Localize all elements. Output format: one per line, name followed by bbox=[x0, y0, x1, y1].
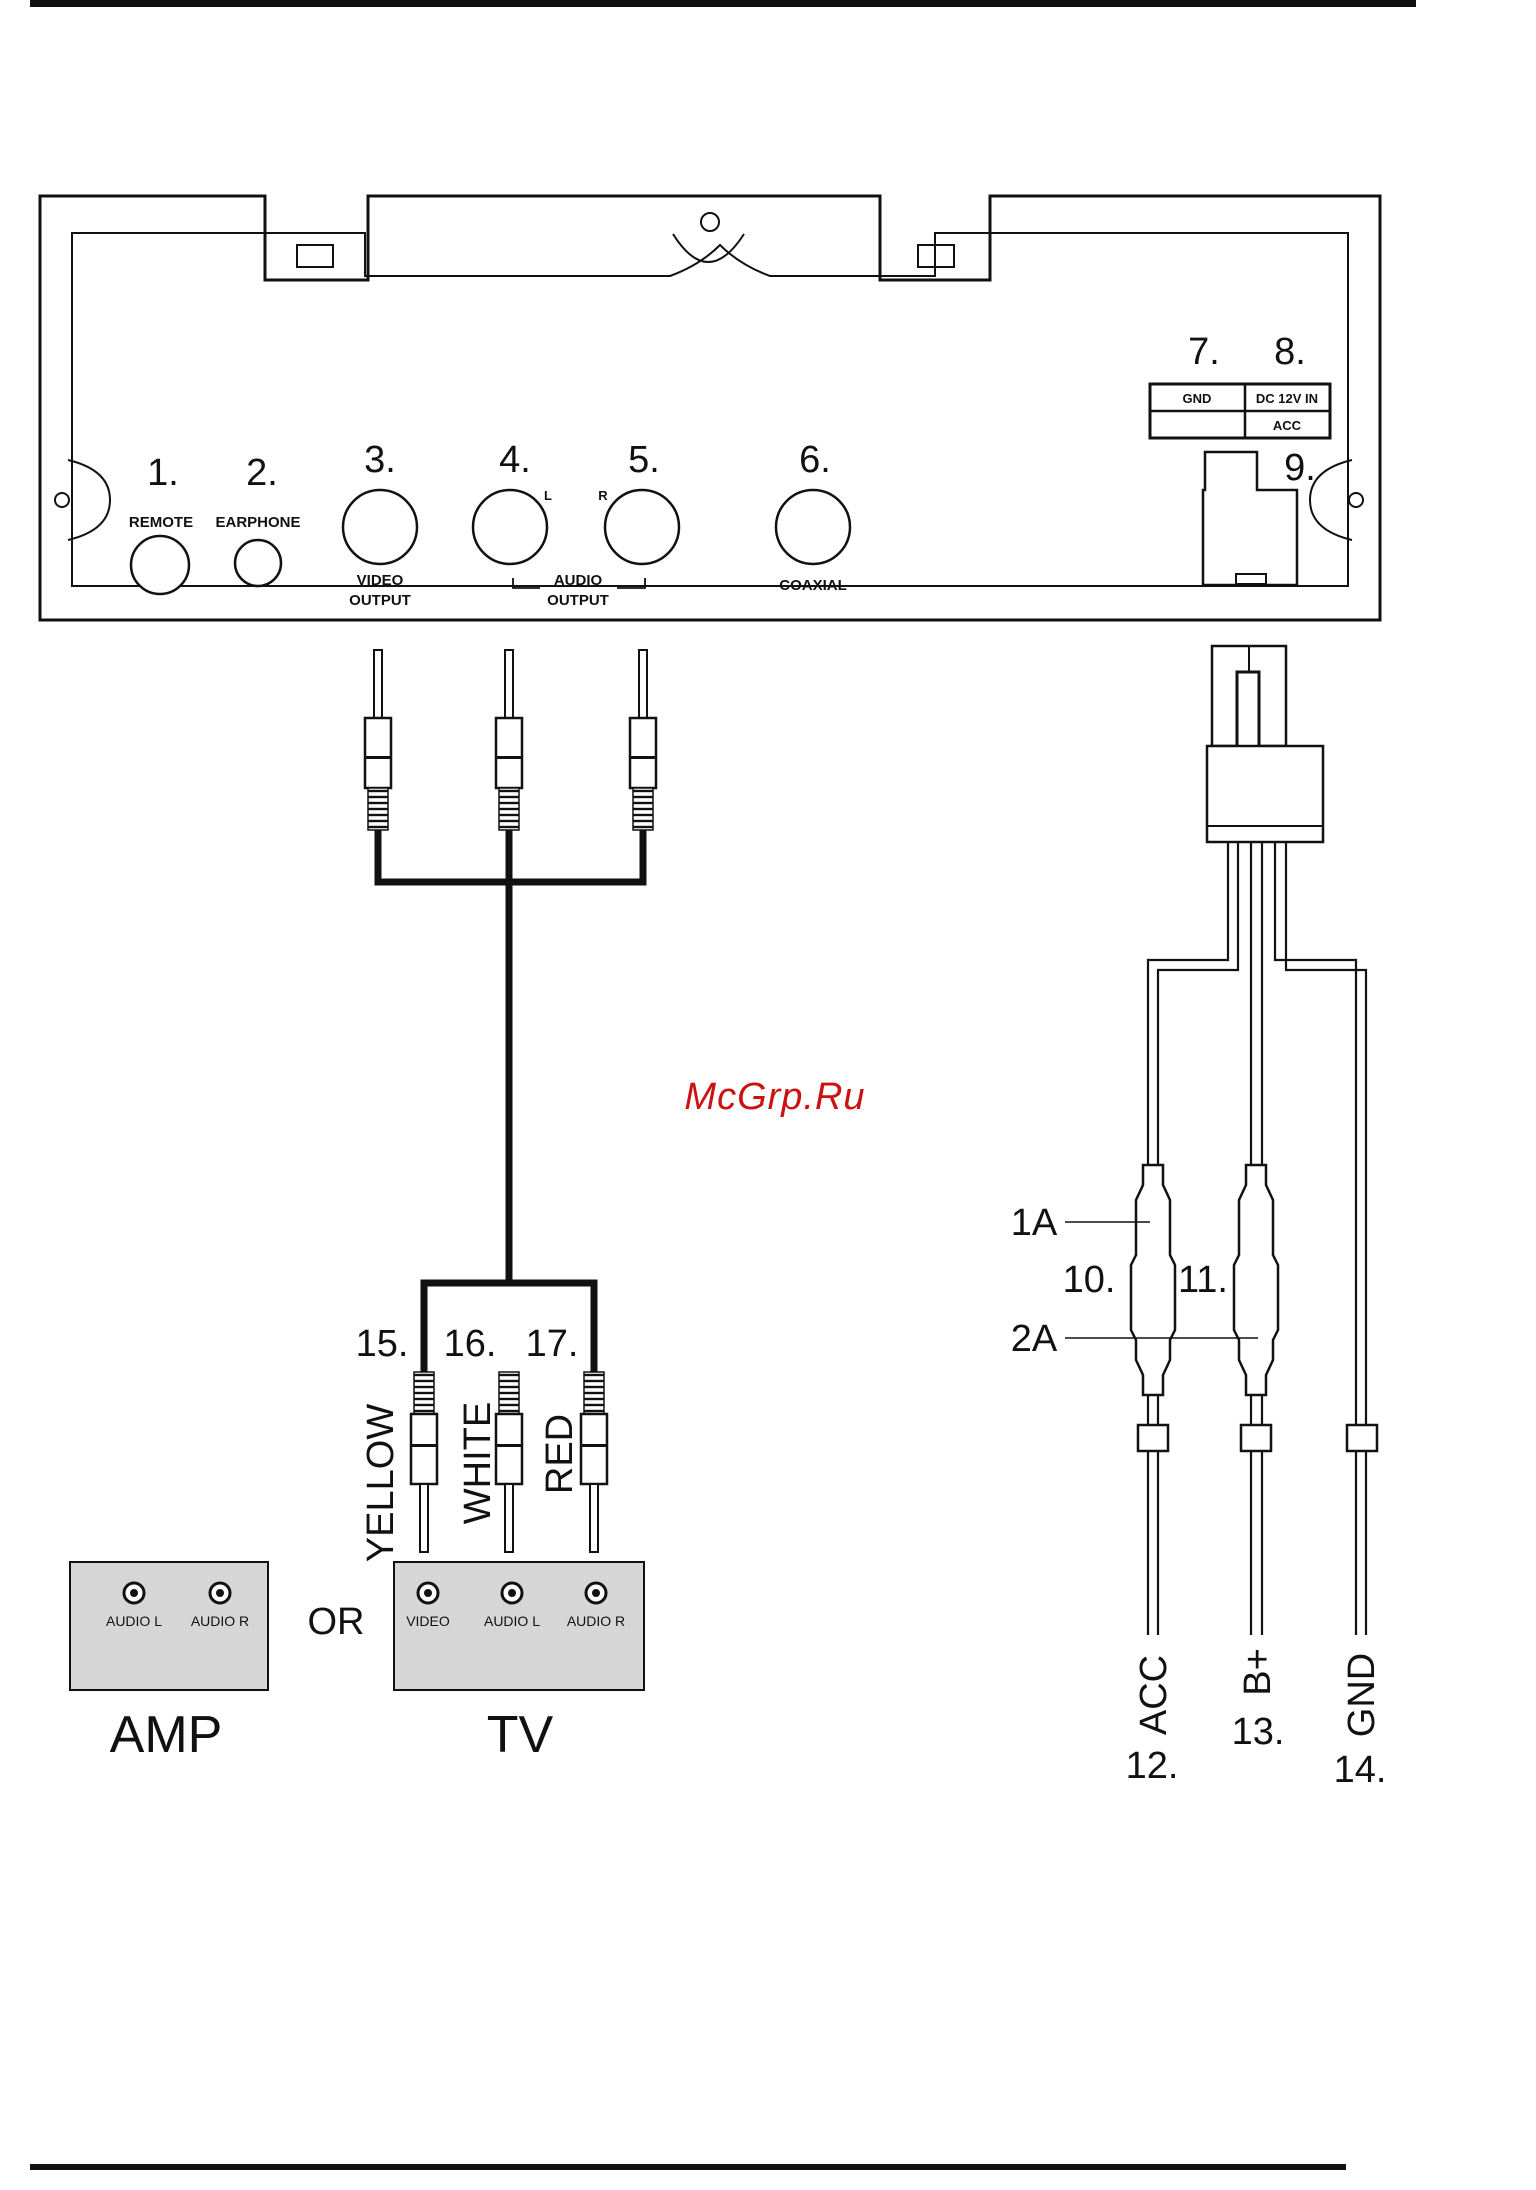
dc-box-label: DC 12V IN bbox=[1256, 391, 1318, 406]
gnd-wire-marker bbox=[1347, 1425, 1377, 1451]
wire-acc-number: 12. bbox=[1126, 1745, 1179, 1787]
acc-box-label: ACC bbox=[1273, 418, 1302, 433]
amp-title: AMP bbox=[110, 1706, 223, 1764]
top-rule bbox=[30, 0, 1416, 7]
fuse-b-number: 11. bbox=[1178, 1259, 1228, 1301]
jack-remote-label: REMOTE bbox=[129, 514, 193, 531]
wire-labels: ACC B+ GND 12. 13. 14. bbox=[1126, 1648, 1387, 1791]
tv-input-video: VIDEO bbox=[406, 1613, 450, 1629]
plug-yellow-label: YELLOW bbox=[360, 1404, 402, 1563]
plug-yellow-number: 15. bbox=[356, 1323, 409, 1365]
power-harness-plug bbox=[1207, 646, 1323, 842]
gnd-box-label: GND bbox=[1183, 391, 1212, 406]
jack-earphone-label: EARPHONE bbox=[215, 514, 300, 531]
amp-input-audio-l: AUDIO L bbox=[106, 1613, 162, 1629]
jack-video-label: VIDEO bbox=[357, 572, 404, 589]
connector-number: 9. bbox=[1284, 447, 1316, 489]
jack-audio-left-side: L bbox=[544, 488, 552, 503]
bottom-rule bbox=[30, 2164, 1346, 2170]
watermark: McGrp.Ru bbox=[684, 1076, 865, 1118]
or-text: OR bbox=[308, 1601, 365, 1643]
tv-input-audio-l: AUDIO L bbox=[484, 1613, 540, 1629]
fuse-holder-acc bbox=[1131, 1165, 1175, 1451]
audio-output-label-2: OUTPUT bbox=[547, 592, 609, 609]
jack-video-label-2: OUTPUT bbox=[349, 592, 411, 609]
dc-terminal-number: 8. bbox=[1274, 331, 1306, 373]
wire-b-plus-label: B+ bbox=[1237, 1648, 1279, 1696]
amp-device: AUDIO L AUDIO R AMP bbox=[70, 1562, 268, 1764]
fuse-a-rating: 1A bbox=[1011, 1202, 1058, 1244]
rca-plug-labels: 15. 16. 17. YELLOW WHITE RED bbox=[356, 1323, 581, 1562]
gnd-terminal-number: 7. bbox=[1188, 331, 1220, 373]
wire-gnd-number: 14. bbox=[1334, 1749, 1387, 1791]
audio-output-label: AUDIO bbox=[554, 572, 603, 589]
rca-plugs-top bbox=[365, 650, 656, 830]
jack-audio-left-number: 4. bbox=[499, 439, 531, 481]
jack-audio-right-side: R bbox=[598, 488, 608, 503]
jack-remote-number: 1. bbox=[147, 452, 179, 494]
fuse-b-rating: 2A bbox=[1011, 1318, 1058, 1360]
wire-gnd-label: GND bbox=[1341, 1653, 1383, 1737]
tv-input-audio-r: AUDIO R bbox=[567, 1613, 625, 1629]
amp-input-audio-r: AUDIO R bbox=[191, 1613, 249, 1629]
plug-red-number: 17. bbox=[526, 1323, 579, 1365]
plug-white-label: WHITE bbox=[457, 1402, 499, 1524]
jack-video-number: 3. bbox=[364, 439, 396, 481]
wire-acc-label: ACC bbox=[1133, 1655, 1175, 1735]
jack-earphone-number: 2. bbox=[246, 452, 278, 494]
fuse-holder-b bbox=[1234, 1165, 1278, 1451]
tv-device: VIDEO AUDIO L AUDIO R TV bbox=[394, 1562, 644, 1764]
jack-audio-right-number: 5. bbox=[628, 439, 660, 481]
rca-cable bbox=[378, 830, 643, 1372]
plug-white-number: 16. bbox=[444, 1323, 497, 1365]
tv-title: TV bbox=[487, 1706, 554, 1764]
jack-coaxial-number: 6. bbox=[799, 439, 831, 481]
wire-b-plus-number: 13. bbox=[1232, 1711, 1285, 1753]
plug-red-label: RED bbox=[539, 1414, 581, 1494]
fuse-a-number: 10. bbox=[1063, 1259, 1116, 1301]
jack-coaxial-label: COAXIAL bbox=[779, 577, 847, 594]
